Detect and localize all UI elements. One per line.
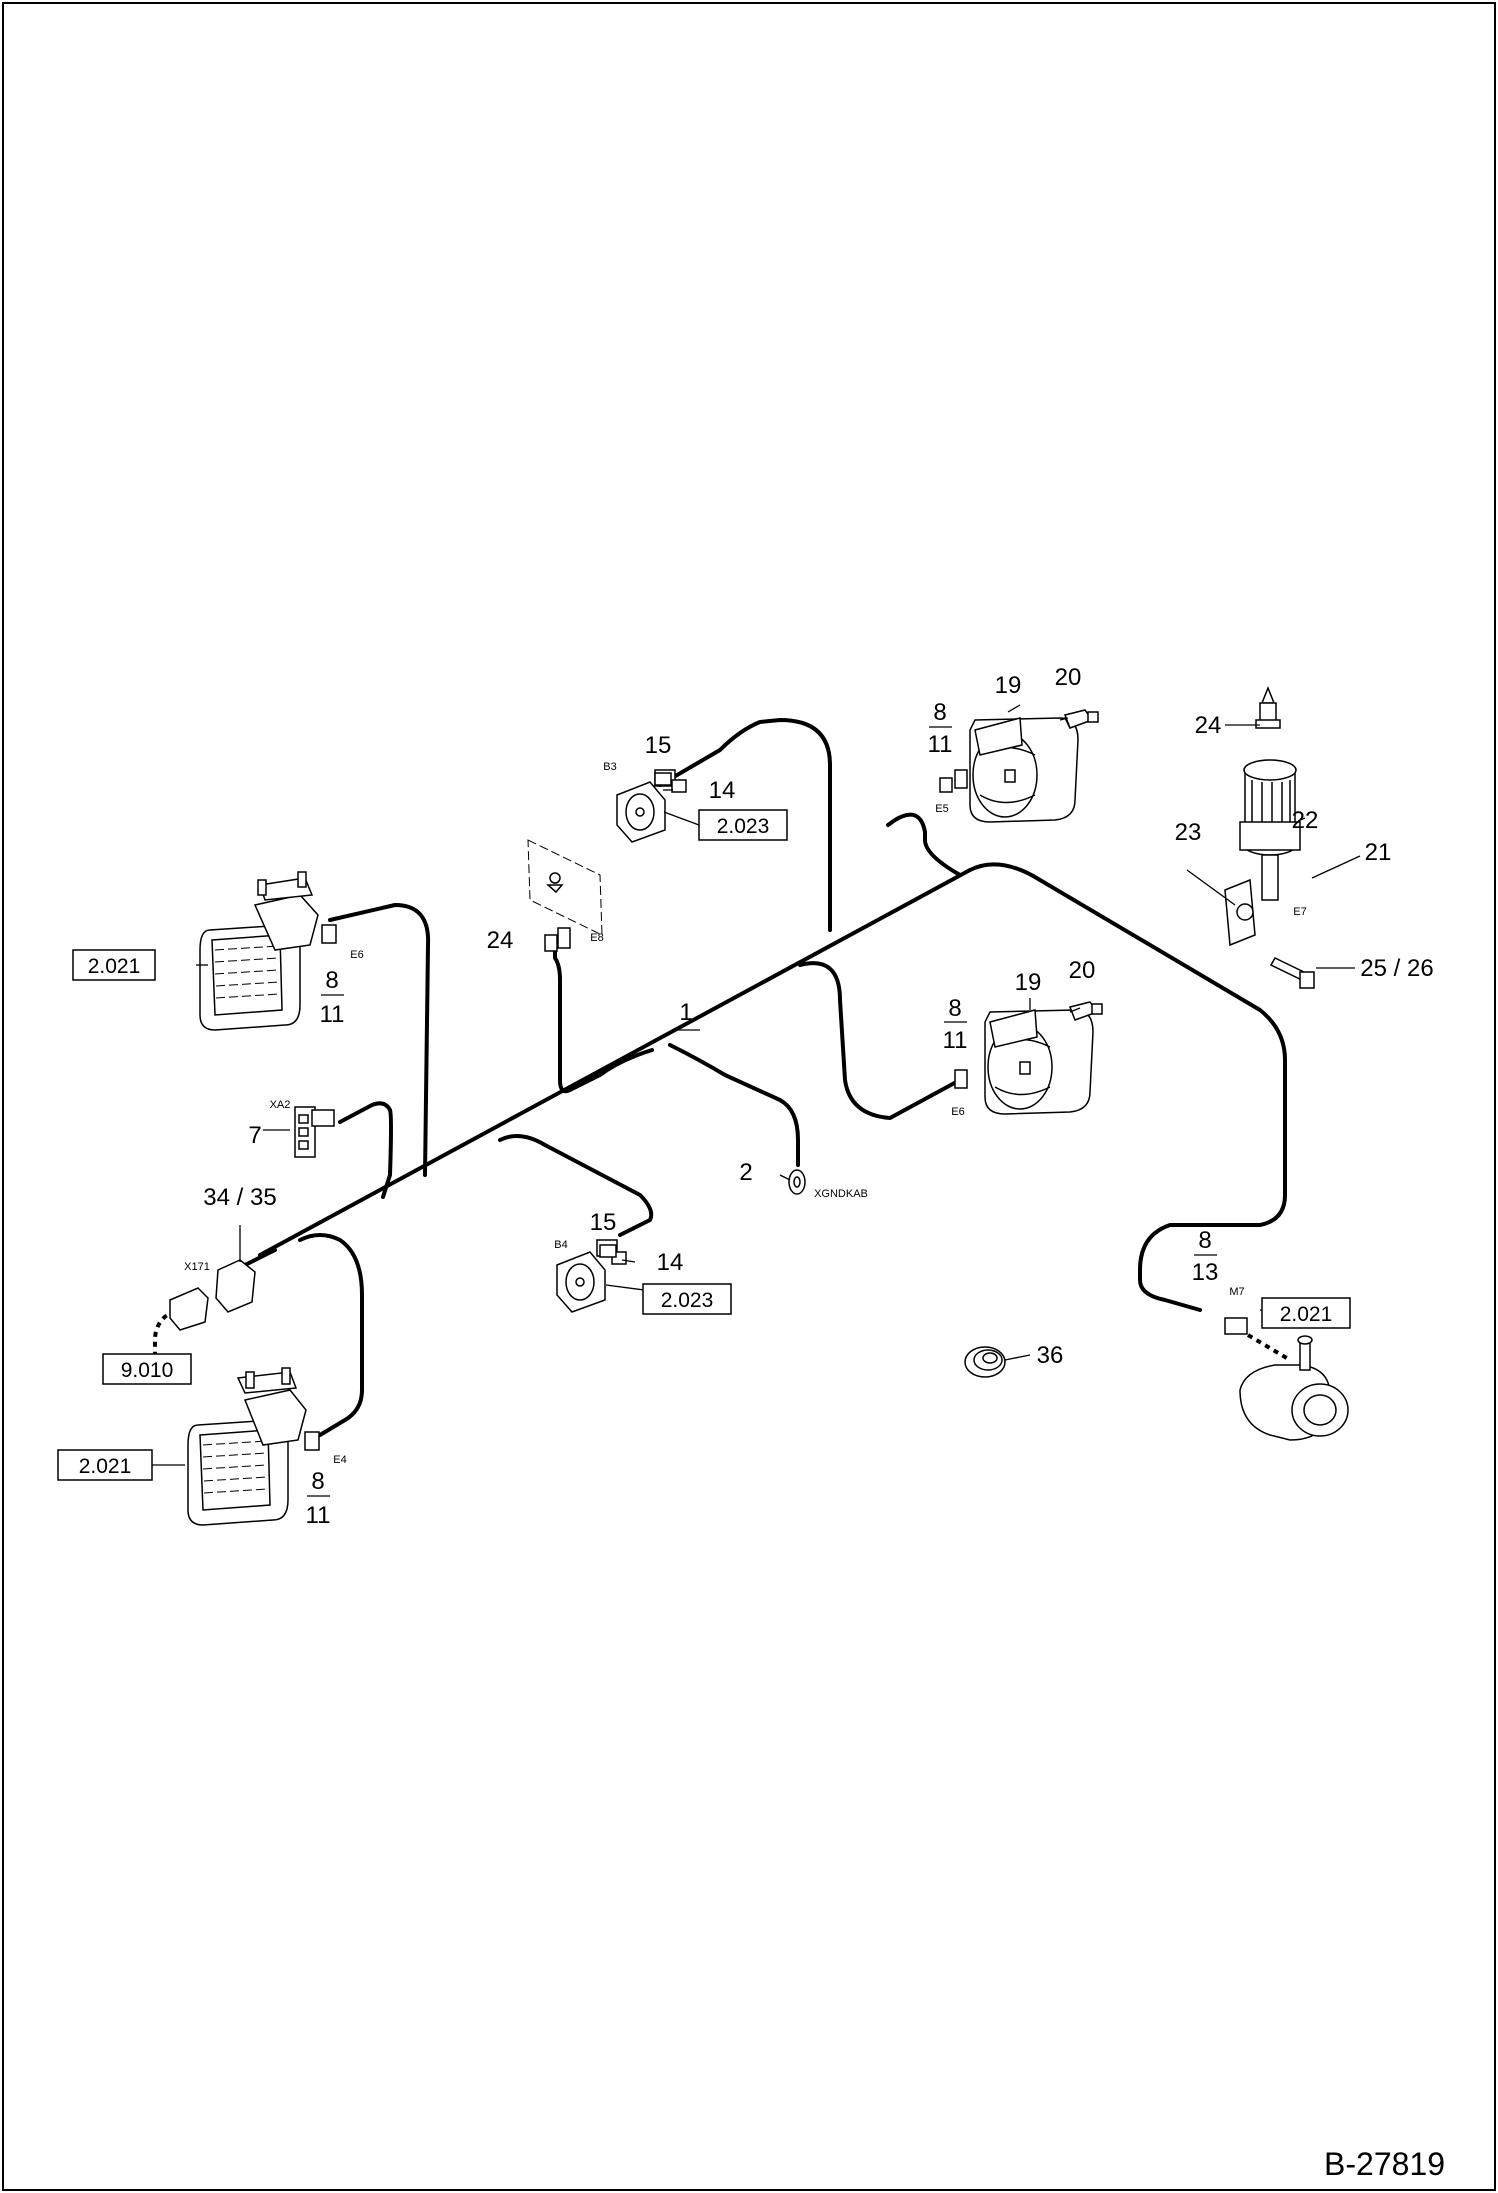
- ref-label-2021-right: 2.021: [1280, 1303, 1333, 1326]
- plug-b4: [599, 1244, 617, 1258]
- horn-b3: [616, 769, 687, 843]
- designator-xgndkab: XGNDKAB: [814, 1188, 868, 1200]
- ref-box-2023-top[interactable]: [698, 809, 788, 841]
- plug-b3: [654, 772, 672, 786]
- ref-box-2023-bottom[interactable]: [642, 1283, 732, 1315]
- callout-19-top: 19: [995, 672, 1022, 699]
- designator-e6-left: E6: [350, 949, 363, 961]
- callout-7: 7: [248, 1122, 261, 1149]
- callout-20-top: 20: [1055, 664, 1082, 691]
- callout-11-top-left: 11: [320, 1001, 345, 1028]
- callout-1: 1: [679, 999, 692, 1026]
- designator-e6-right: E6: [951, 1106, 964, 1118]
- callout-36: 36: [1037, 1342, 1064, 1369]
- designator-e4: E4: [333, 1454, 346, 1466]
- headlight-e5: [939, 711, 1086, 823]
- callout-25-26: 25 / 26: [1360, 955, 1433, 982]
- designator-m7: M7: [1229, 1286, 1244, 1298]
- callout-24-left: 24: [487, 927, 514, 954]
- callout-15-bottom: 15: [590, 1209, 617, 1236]
- callout-23: 23: [1175, 819, 1202, 846]
- ref-box-2021-right[interactable]: [1261, 1297, 1351, 1329]
- designator-xa2: XA2: [270, 1099, 291, 1111]
- designator-e7: E7: [1293, 906, 1306, 918]
- designator-b4: B4: [554, 1239, 567, 1251]
- headlight-e6: [954, 1009, 1094, 1115]
- callout-8-m7: 8: [1198, 1227, 1211, 1254]
- ref-label-9010: 9.010: [121, 1359, 174, 1382]
- callout-8-e6: 8: [948, 995, 961, 1022]
- rotating-beacon-e7: [1239, 759, 1301, 901]
- callout-11-e5: 11: [928, 731, 953, 758]
- horn-b4: [556, 1239, 627, 1313]
- callout-20-middle: 20: [1069, 957, 1096, 984]
- callout-14-top: 14: [709, 777, 736, 804]
- ground-terminal: [788, 1169, 806, 1195]
- callout-8-top-left: 8: [325, 967, 338, 994]
- ref-label-2023-bottom: 2.023: [661, 1289, 714, 1312]
- callout-24-right: 24: [1195, 712, 1222, 739]
- callout-21: 21: [1365, 839, 1392, 866]
- grommet-36: [964, 1346, 1006, 1378]
- wiper-motor-m7: [1224, 1317, 1349, 1441]
- work-lamp-e6-top-left: [199, 871, 337, 1031]
- designator-b3: B3: [603, 761, 616, 773]
- callout-22: 22: [1292, 807, 1319, 834]
- ref-label-2021-top-left: 2.021: [88, 955, 141, 978]
- callout-15-top: 15: [645, 732, 672, 759]
- designator-x171: X171: [184, 1261, 210, 1273]
- bulb-20-middle: [1068, 1001, 1103, 1021]
- callout-2: 2: [739, 1159, 752, 1186]
- callout-34-35: 34 / 35: [203, 1184, 276, 1211]
- callout-14-bottom: 14: [657, 1249, 684, 1276]
- callout-11-bottom-left: 11: [306, 1502, 331, 1529]
- ref-label-2021-bottom-left: 2.021: [79, 1455, 132, 1478]
- callout-8-e5: 8: [933, 699, 946, 726]
- bulb-20-top: [1063, 709, 1099, 729]
- connector-xa2: [294, 1106, 335, 1158]
- interior-light-e8: [527, 839, 603, 952]
- fraction-bars: [307, 726, 1217, 1497]
- bolt-25-26: [1269, 957, 1315, 989]
- ref-box-9010[interactable]: [102, 1353, 192, 1385]
- callout-11-e6: 11: [943, 1027, 968, 1054]
- reference-boxes: [57, 809, 1351, 1481]
- designator-e5: E5: [935, 803, 948, 815]
- beacon-bulb-24: [1255, 685, 1281, 729]
- work-lamp-e4-bottom-left: [187, 1367, 320, 1526]
- callout-8-bottom-left: 8: [311, 1468, 324, 1495]
- designator-e8: E8: [590, 932, 603, 944]
- callout-19-middle: 19: [1015, 969, 1042, 996]
- labels: 2.021 2.023 2.023 9.010 2.021 2.021 1 2 …: [79, 664, 1445, 2182]
- ref-label-2023-top: 2.023: [717, 815, 770, 838]
- document-number: B-27819: [1324, 2146, 1445, 2182]
- ref-box-2021-bottom-left[interactable]: [57, 1449, 153, 1481]
- connector-x171: [169, 1259, 256, 1331]
- callout-13-m7: 13: [1192, 1259, 1219, 1286]
- ref-box-2021-top-left[interactable]: [72, 949, 156, 981]
- beacon-bracket-23: [1224, 878, 1256, 947]
